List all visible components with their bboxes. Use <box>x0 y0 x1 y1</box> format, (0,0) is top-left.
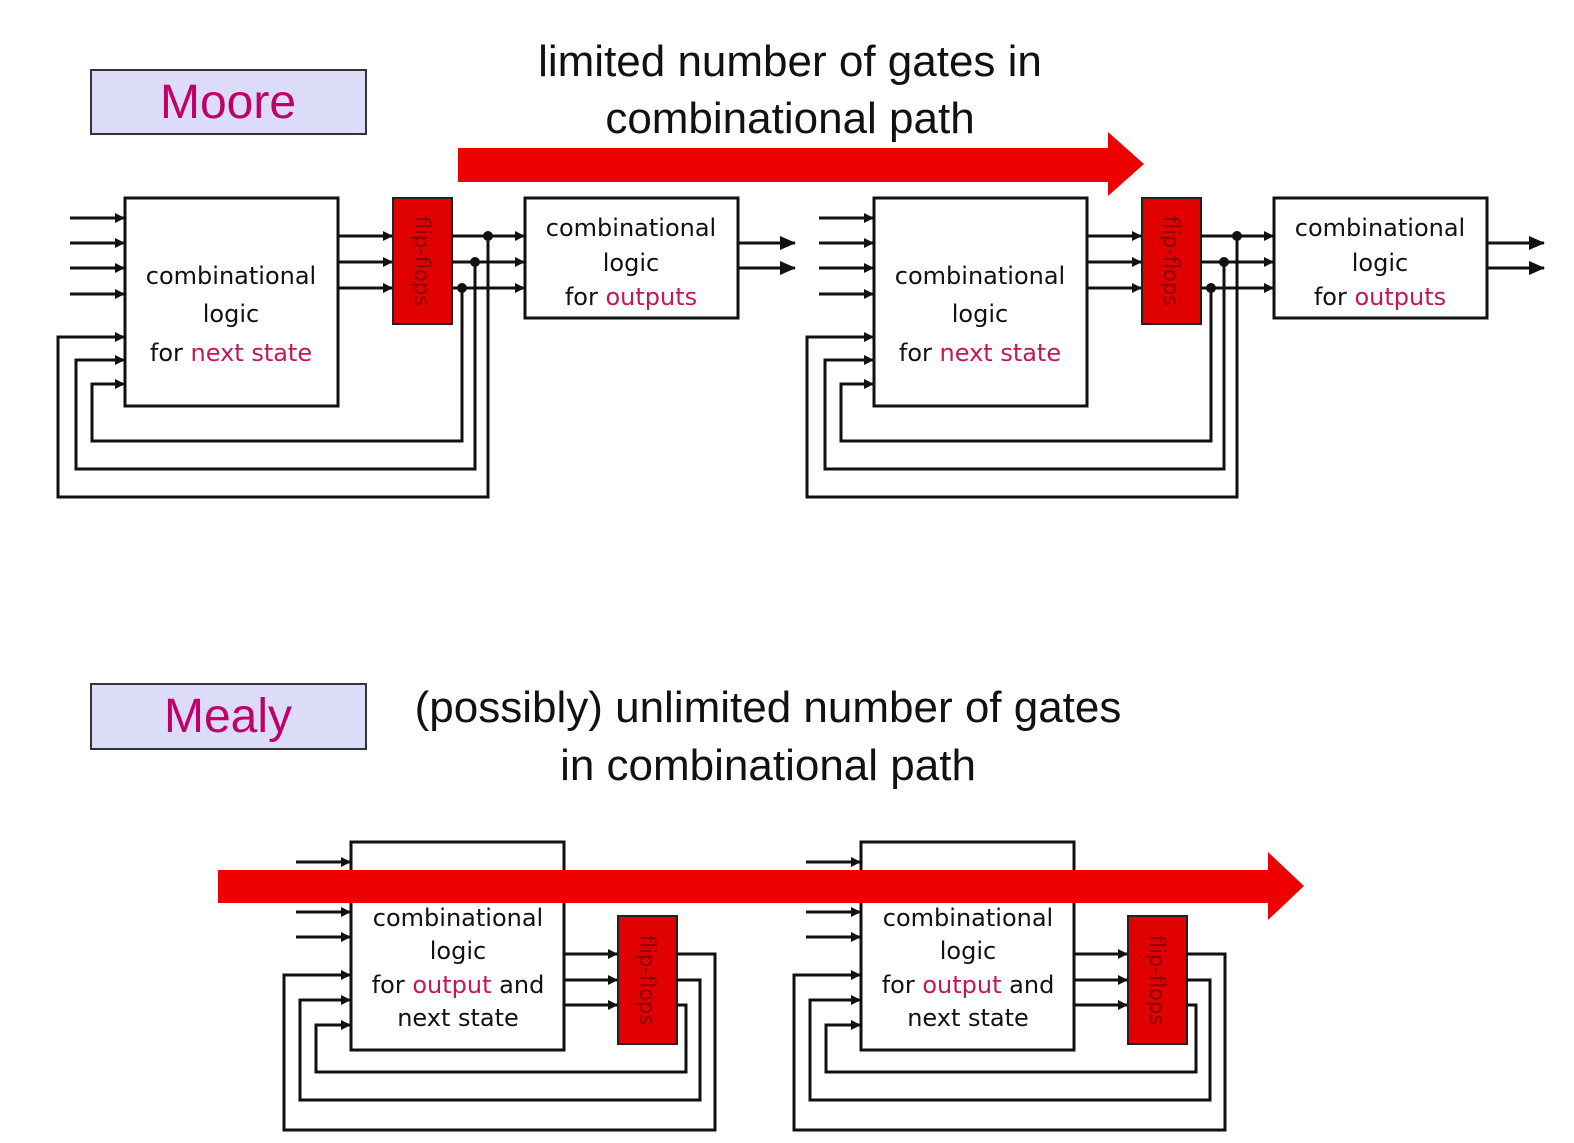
mealy-logic-line3: for output and <box>882 971 1055 999</box>
moore-output-logic-box: combinational logic for outputs <box>1272 196 1489 320</box>
mealy-logic-line2: logic <box>430 937 486 965</box>
moore-output-logic-box: combinational logic for outputs <box>523 196 740 320</box>
mealy-logic-line1: combinational <box>373 904 543 932</box>
moore-output-logic-line2: logic <box>603 249 659 277</box>
mealy-logic-line2: logic <box>940 937 996 965</box>
moore-heading-line1: limited number of gates in <box>538 37 1042 86</box>
moore-output-logic-line1: combinational <box>1295 214 1465 242</box>
moore-label-text: Moore <box>160 76 296 129</box>
moore-flipflops: flip-flops <box>392 197 453 325</box>
moore-output-logic-line2: logic <box>1352 249 1408 277</box>
moore-state-logic-box: combinational logic for next state <box>872 196 1089 408</box>
mealy-logic-line4: next state <box>397 1004 519 1032</box>
moore-circuit-1: combinational logic for next state flip-… <box>56 196 796 499</box>
moore-next-state-wires <box>338 231 393 293</box>
moore-state-logic-box: combinational logic for next state <box>123 196 340 408</box>
moore-input-wires <box>819 213 874 299</box>
moore-state-wires <box>56 231 525 499</box>
moore-circuit-2: combinational logic for next state flip-… <box>805 196 1545 499</box>
mealy-flipflops-label: flip-flops <box>635 935 659 1025</box>
mealy-heading-line1: (possibly) unlimited number of gates <box>415 683 1122 732</box>
moore-output-logic-line1: combinational <box>546 214 716 242</box>
mealy-feedback-wires <box>792 952 1227 1132</box>
moore-flipflops: flip-flops <box>1141 197 1202 325</box>
moore-input-wires <box>70 213 125 299</box>
mealy-path-arrow <box>218 852 1304 920</box>
moore-state-logic-line2: logic <box>952 300 1008 328</box>
moore-state-logic-line3: for next state <box>150 339 312 367</box>
moore-output-wires <box>738 236 796 275</box>
mealy-logic-line4: next state <box>907 1004 1029 1032</box>
moore-label: Moore <box>90 69 367 135</box>
moore-state-logic-line3: for next state <box>899 339 1061 367</box>
moore-output-logic-line3: for outputs <box>1314 283 1446 311</box>
mealy-logic-line1: combinational <box>883 904 1053 932</box>
mealy-next-state-wires <box>564 949 618 1010</box>
moore-output-wires <box>1487 236 1545 275</box>
mealy-heading-line2: in combinational path <box>560 741 976 790</box>
mealy-next-state-wires <box>1074 949 1128 1010</box>
moore-path-arrow <box>458 132 1144 196</box>
mealy-feedback-wires <box>282 952 717 1132</box>
moore-output-logic-line3: for outputs <box>565 283 697 311</box>
moore-state-logic-line1: combinational <box>895 262 1065 290</box>
moore-state-logic-line2: logic <box>203 300 259 328</box>
moore-heading-line2: combinational path <box>605 94 974 143</box>
mealy-flipflops-label: flip-flops <box>1145 935 1169 1025</box>
mealy-flipflops: flip-flops <box>1127 915 1188 1045</box>
moore-next-state-wires <box>1087 231 1142 293</box>
moore-state-wires <box>805 231 1274 499</box>
moore-state-logic-line1: combinational <box>146 262 316 290</box>
mealy-label: Mealy <box>90 683 367 750</box>
mealy-flipflops: flip-flops <box>617 915 678 1045</box>
moore-flipflops-label: flip-flops <box>1159 216 1183 306</box>
mealy-label-text: Mealy <box>164 690 292 743</box>
mealy-logic-line3: for output and <box>372 971 545 999</box>
moore-flipflops-label: flip-flops <box>410 216 434 306</box>
